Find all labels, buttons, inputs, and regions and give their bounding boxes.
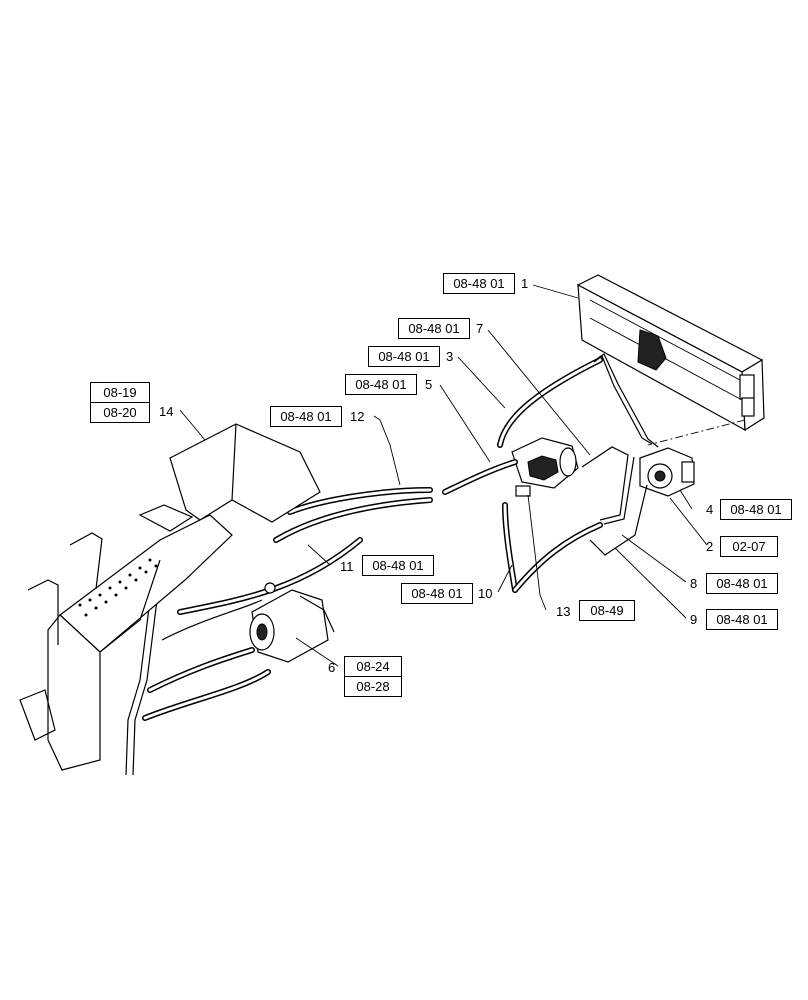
- ref-box-part-6-b[interactable]: 08-28: [344, 676, 402, 697]
- callout-part-9: 9: [690, 612, 698, 627]
- ref-box-part-4[interactable]: 08-48 01: [720, 499, 792, 520]
- machine-frame: [19, 423, 321, 771]
- oil-cooler: [576, 274, 765, 432]
- ref-box-part-14-a[interactable]: 08-19: [90, 382, 150, 403]
- callout-part-12: 12: [350, 409, 365, 424]
- drive-motor: [249, 582, 335, 663]
- callout-part-8: 8: [690, 576, 698, 591]
- charge-pump: [639, 447, 695, 497]
- callout-part-6: 6: [328, 660, 336, 675]
- callout-part-5: 5: [425, 377, 433, 392]
- callout-part-11: 11: [340, 559, 354, 574]
- ref-box-part-14-b[interactable]: 08-20: [90, 402, 150, 423]
- ref-box-part-2[interactable]: 02-07: [720, 536, 778, 557]
- ref-box-part-13[interactable]: 08-49: [579, 600, 635, 621]
- ref-box-part-9[interactable]: 08-48 01: [706, 609, 778, 630]
- callout-part-7: 7: [476, 321, 484, 336]
- callout-part-10: 10: [478, 586, 493, 601]
- ref-box-part-10[interactable]: 08-48 01: [401, 583, 473, 604]
- ref-box-part-8[interactable]: 08-48 01: [706, 573, 778, 594]
- callout-part-2: 2: [706, 539, 714, 554]
- grille-pattern: [78, 558, 158, 617]
- ref-box-part-5[interactable]: 08-48 01: [345, 374, 417, 395]
- leader-lines: [179, 284, 708, 667]
- hydraulic-pump: [511, 437, 579, 497]
- callout-part-3: 3: [446, 349, 454, 364]
- ref-box-part-7[interactable]: 08-48 01: [398, 318, 470, 339]
- ref-box-part-1[interactable]: 08-48 01: [443, 273, 515, 294]
- ref-box-part-11[interactable]: 08-48 01: [362, 555, 434, 576]
- ref-box-part-3[interactable]: 08-48 01: [368, 346, 440, 367]
- callout-part-14: 14: [159, 404, 174, 419]
- callout-part-13: 13: [556, 604, 571, 619]
- callout-part-1: 1: [521, 276, 529, 291]
- ref-box-part-12[interactable]: 08-48 01: [270, 406, 342, 427]
- ref-box-part-6-a[interactable]: 08-24: [344, 656, 402, 677]
- callout-part-4: 4: [706, 502, 714, 517]
